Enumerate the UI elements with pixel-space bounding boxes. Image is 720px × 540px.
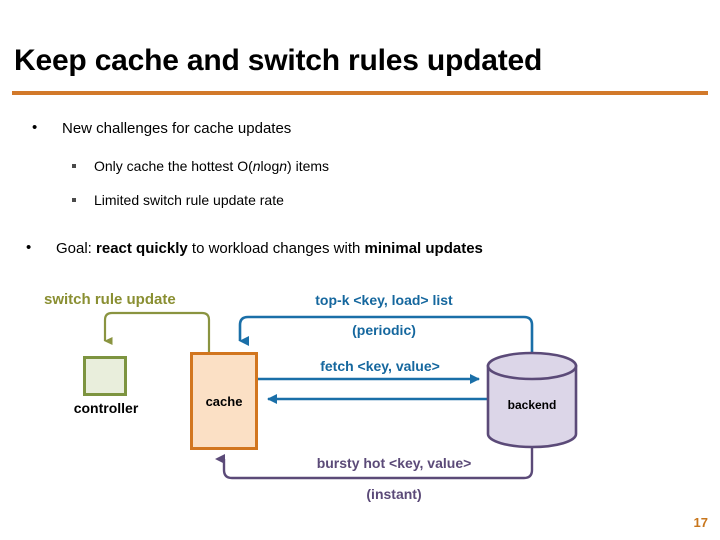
bullet-item-goal: • Goal: react quickly to workload change… (26, 240, 483, 257)
sub-bullet-item-limited-rate: Limited switch rule update rate (72, 192, 284, 208)
page-title: Keep cache and switch rules updated (14, 44, 543, 77)
controller-node (83, 356, 127, 396)
edge-label-bursty-hot: bursty hot <key, value> (316, 455, 472, 471)
edge-label-top-k-list: top-k <key, load> list (315, 292, 453, 308)
cache-node-label: cache (205, 394, 243, 409)
sub-bullet-text: Only cache the hottest O(nlogn) items (94, 158, 330, 174)
edge-top-k-list (238, 315, 534, 353)
edge-label-periodic: (periodic) (352, 322, 416, 338)
cache-node (190, 352, 258, 450)
bullet-square-icon (72, 164, 76, 168)
edge-label-switch-rule-update: switch rule update (44, 291, 176, 308)
emphasis-minimal-updates: minimal updates (364, 240, 483, 257)
backend-cylinder-shape (486, 351, 578, 449)
bullet-square-icon (72, 198, 76, 202)
page-number: 17 (693, 515, 708, 530)
controller-node-label: controller (73, 400, 139, 416)
bullet-text: New challenges for cache updates (62, 120, 292, 137)
edge-label-fetch-key-value: fetch <key, value> (320, 358, 440, 374)
bullet-dot-icon: • (32, 119, 38, 136)
title-divider (12, 91, 708, 95)
math-n-1: n (252, 158, 261, 174)
edge-switch-rule-update (103, 311, 211, 352)
emphasis-react-quickly: react quickly (96, 240, 188, 257)
math-n-2: n (279, 158, 288, 174)
edge-label-instant: (instant) (366, 486, 422, 502)
bullet-dot-icon: • (26, 239, 32, 256)
bullet-item-new-challenges: • New challenges for cache updates (32, 120, 291, 137)
edge-bursty-hot (215, 447, 534, 480)
backend-node-label: backend (507, 398, 557, 412)
sub-bullet-item-only-cache: Only cache the hottest O(nlogn) items (72, 158, 329, 174)
sub-bullet-text: Limited switch rule update rate (94, 192, 284, 208)
bullet-text: Goal: react quickly to workload changes … (56, 240, 483, 257)
